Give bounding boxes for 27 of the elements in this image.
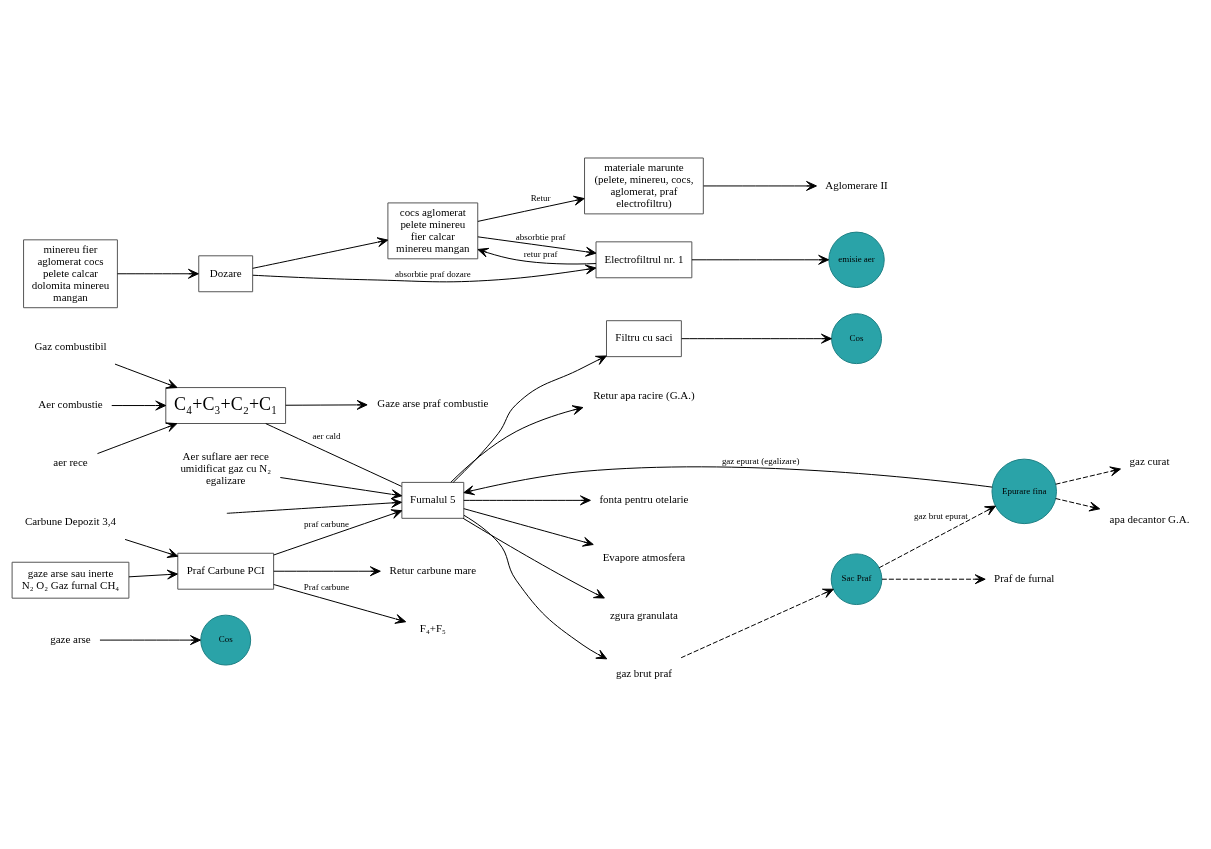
node-text: zgura granulata xyxy=(609,608,678,621)
edge-label: aer cald xyxy=(312,430,341,441)
node-text: gaze arse xyxy=(50,632,91,645)
edge-label: absorbtie praf xyxy=(515,231,566,242)
node-text: Aglomerare II xyxy=(825,178,888,191)
node-text: Evapore atmosfera xyxy=(602,550,686,563)
node-text: aer rece xyxy=(53,455,88,468)
node-text: apa decantor G.A. xyxy=(1109,512,1190,525)
node-text: Carbune Depozit 3,4 xyxy=(24,514,117,527)
edge-label: absorbtie praf dozare xyxy=(394,268,471,279)
node-text: Retur apa racire (G.A.) xyxy=(593,388,695,401)
node-text: Aer suflare aer rece umidificat gaz cu N₂ egalizare xyxy=(180,449,272,486)
edge-label: retur praf xyxy=(523,248,558,259)
edge-label: gaz brut epurat xyxy=(913,510,968,521)
node-text: Gaz combustibil xyxy=(34,339,107,352)
node-text: fonta pentru otelarie xyxy=(599,492,689,505)
node-text: Aer combustie xyxy=(38,397,103,410)
node-text: Praf de furnal xyxy=(994,571,1055,584)
edge-label: Praf carbune xyxy=(303,581,350,592)
node-text: gaz curat xyxy=(1129,454,1170,467)
node-text: gaz brut praf xyxy=(615,666,672,679)
node-text: F₄+F₅ xyxy=(419,621,446,634)
node-text: Retur carbune mare xyxy=(389,563,477,576)
edge-label: gaz epurat (egalizare) xyxy=(721,455,800,466)
node-text: Gaze arse praf combustie xyxy=(377,396,489,409)
edge-label: Retur xyxy=(530,192,551,203)
edge-label: praf carbune xyxy=(303,518,350,529)
